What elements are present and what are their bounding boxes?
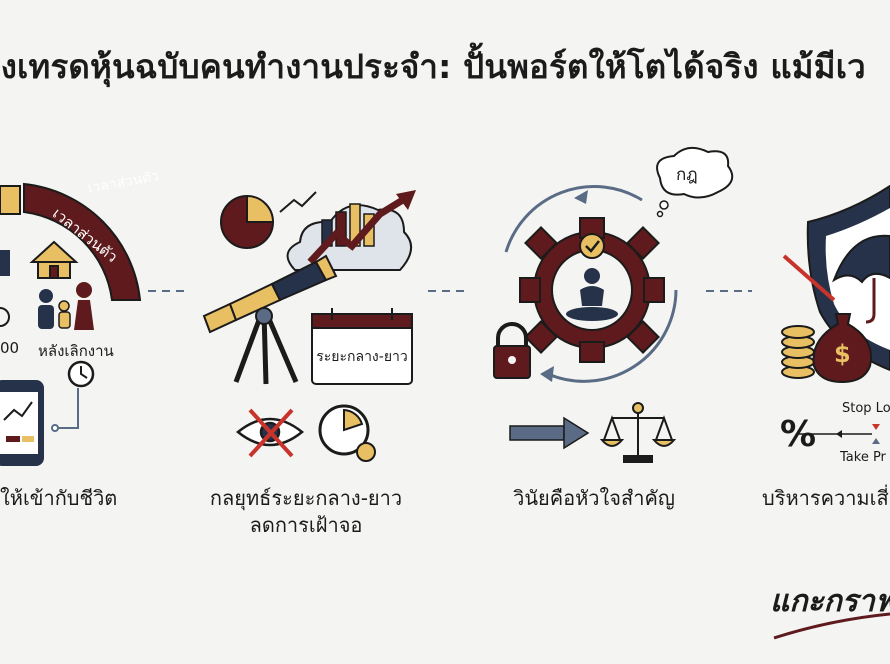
cycle-arrow-bottom	[547, 289, 678, 383]
percent-icon: %	[780, 414, 817, 455]
step1-illustration	[0, 182, 142, 466]
take-profit-marker	[872, 438, 880, 444]
clock-block-icon	[0, 185, 21, 215]
pie-chart-icon	[220, 194, 275, 249]
family-icon	[38, 282, 94, 330]
phone-connector	[56, 388, 79, 429]
thought-bubble-icon	[656, 146, 734, 199]
step1-caption: ให้เข้ากับชีวิต	[0, 486, 118, 510]
growth-arrow-icon	[307, 195, 408, 265]
telescope-icon	[202, 254, 338, 385]
step4-caption: บริหารความเสี่	[762, 486, 889, 510]
stop-loss-label: Stop Lo	[842, 401, 890, 416]
time-arc	[23, 182, 142, 301]
coin-icon	[0, 307, 10, 327]
dollar-sign: $	[834, 340, 851, 368]
phone-icon	[0, 380, 44, 466]
house-icon	[29, 240, 79, 279]
stopwatch-icon	[318, 404, 376, 462]
after-work-label: หลังเลิกงาน	[38, 342, 114, 360]
brand-logo: แกะกราฟ	[770, 584, 890, 619]
logo-swoosh	[773, 612, 890, 640]
take-profit-label: Take Pr	[840, 450, 886, 465]
step2-caption-line2: ลดการเฝ้าจอ	[249, 513, 363, 537]
calendar-icon	[311, 308, 413, 385]
meditation-icon	[566, 268, 618, 321]
amount-label: 00	[0, 339, 20, 357]
calendar-label: ระยะกลาง-ยาว	[316, 349, 408, 365]
check-icon	[579, 233, 605, 259]
stop-loss-marker	[872, 424, 880, 430]
money-bag-icon	[812, 313, 872, 384]
step2-caption-line1: กลยุทธ์ระยะกลาง-ยาว	[209, 486, 403, 510]
down-trend-line	[782, 254, 836, 302]
step3-caption: วินัยคือหัวใจสำคัญ	[513, 486, 675, 510]
rule-bubble-label: กฎ	[676, 165, 698, 185]
no-watch-icon	[236, 408, 304, 458]
step2-illustration	[202, 190, 416, 462]
scale-icon	[599, 402, 677, 463]
right-arrow-icon	[509, 416, 590, 450]
cycle-arrow-top	[504, 185, 643, 253]
lock-icon	[493, 322, 531, 379]
briefcase-icon	[0, 250, 10, 276]
step3-illustration	[493, 146, 734, 463]
small-trend-icon	[279, 191, 317, 213]
page-title: างเทรดหุ้นฉบับคนทำงานประจำ: ปั้นพอร์ตให้…	[0, 47, 866, 86]
umbrella-icon	[832, 234, 890, 284]
coin-stack-icon	[781, 325, 815, 379]
step4-illustration	[781, 184, 890, 444]
